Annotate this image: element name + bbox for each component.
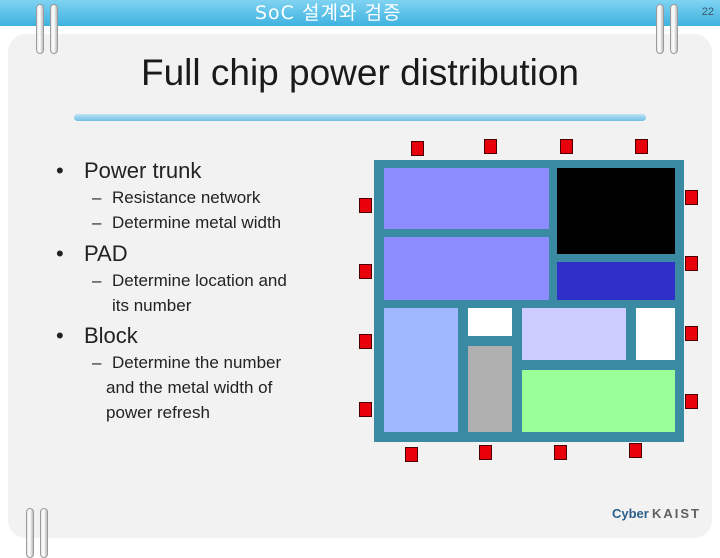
chip-block	[468, 346, 512, 432]
power-pad	[629, 443, 642, 458]
chip-block	[384, 168, 549, 229]
power-pad	[479, 445, 492, 460]
power-pad	[685, 256, 698, 271]
chip-block	[384, 308, 458, 432]
power-pad	[411, 141, 424, 156]
header-bar: SoC 설계와 검증 22	[0, 0, 720, 26]
power-pad	[685, 394, 698, 409]
power-pad	[635, 139, 648, 154]
sub-bullet-item: –Determine location and	[92, 271, 287, 290]
sub-bullet-item: –Determine the number	[92, 353, 282, 372]
binder-clip-icon	[26, 508, 50, 558]
logo-text: KAIST	[652, 506, 701, 521]
chip-block	[557, 168, 675, 254]
slide-title: Full chip power distribution	[140, 52, 580, 93]
cyber-kaist-logo: Cyber KAIST	[612, 500, 712, 530]
power-pad	[560, 139, 573, 154]
sub-bullet-item: its number	[112, 296, 192, 315]
power-pad	[484, 139, 497, 154]
power-pad	[405, 447, 418, 462]
power-pad	[685, 326, 698, 341]
power-pad	[359, 264, 372, 279]
power-pad	[554, 445, 567, 460]
sub-bullet-item: and the metal width of	[106, 378, 273, 397]
title-underline	[74, 114, 646, 121]
chip-block	[522, 308, 626, 360]
power-pad	[359, 198, 372, 213]
header-title: SoC 설계와 검증	[255, 2, 402, 24]
chip-block	[468, 308, 512, 336]
bullet-item: •PAD	[56, 241, 128, 266]
power-pad	[685, 190, 698, 205]
sub-bullet-item: –Resistance network	[92, 188, 261, 207]
bullet-item: •Block	[56, 323, 138, 348]
page-number: 22	[701, 6, 714, 18]
chip-block	[384, 237, 549, 300]
chip-block	[522, 370, 675, 432]
power-pad	[359, 402, 372, 417]
bullet-item: •Power trunk	[56, 158, 202, 183]
chip-block	[557, 262, 675, 300]
power-pad	[359, 334, 372, 349]
chip-block	[636, 308, 675, 360]
sub-bullet-item: –Determine metal width	[92, 213, 282, 232]
sub-bullet-item: power refresh	[106, 403, 210, 422]
logo-text: Cyber	[612, 506, 649, 521]
binder-clip-icon	[656, 4, 680, 54]
binder-clip-icon	[36, 4, 60, 54]
chip-floorplan	[374, 160, 684, 442]
